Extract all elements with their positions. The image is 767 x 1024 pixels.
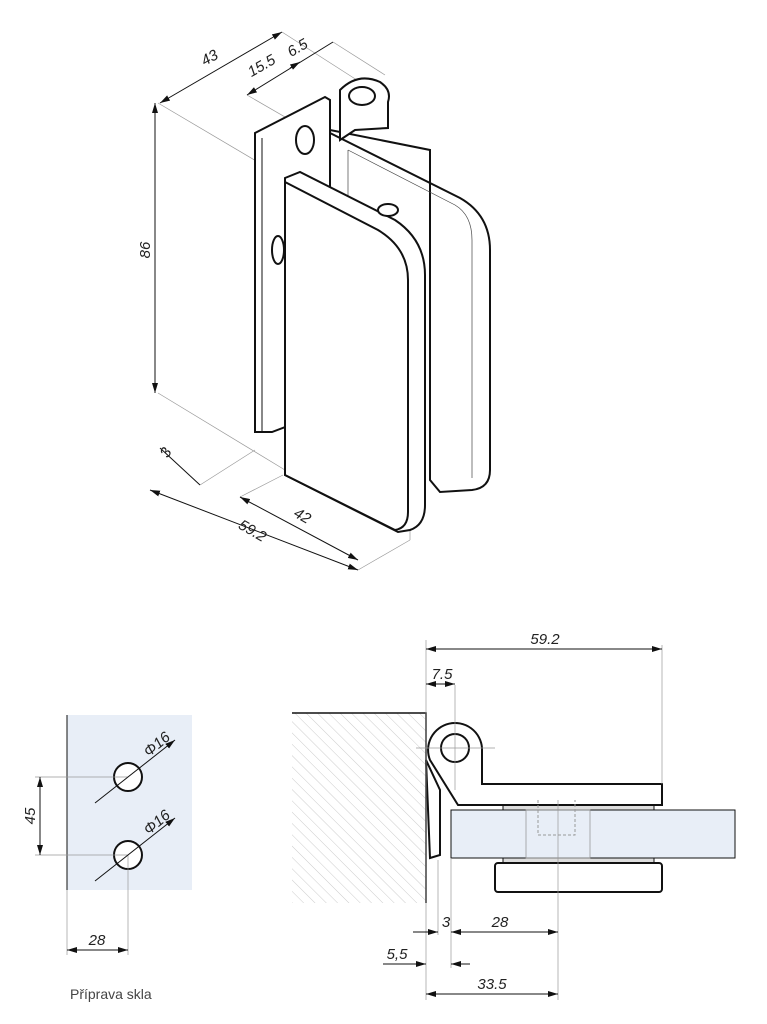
wall-screw-hole [271,235,285,265]
glass-prep: Φ16 Φ16 45 28 [22,715,192,955]
hinge-leaf [427,722,663,806]
dim-edge-distance: 28 [88,932,106,949]
back-clamp-plate [319,127,491,494]
glass-prep-caption: Příprava skla [70,986,152,1002]
bottom-clamp [494,862,663,893]
dim-hole-from-glass: 28 [491,914,509,931]
wall-section [292,713,426,903]
dim-knuckle-offset: 15.5 [245,51,279,81]
dim-knuckle-half: 6.5 [284,35,311,60]
dim-hole-spacing: 45 [22,807,39,824]
dim-hole-from-wall: 33.5 [477,976,507,993]
dim-depth: 43 [198,46,222,69]
dim-section-gap: 3 [442,914,451,931]
dim-glass-offset: 5,5 [387,946,409,963]
dim-total-width: 59.2 [235,516,269,546]
iso-hinge [157,31,491,571]
section-view: 59.2 7.5 3 28 5,5 33.5 [292,631,736,1000]
dim-gap: 3 [157,444,176,460]
pivot-screw [295,125,315,155]
dim-pivot-offset: 7.5 [432,666,454,683]
dim-section-total: 59.2 [530,631,560,648]
dim-height: 86 [137,241,154,258]
dim-plate-width: 42 [291,505,315,528]
glass-section [450,809,736,859]
